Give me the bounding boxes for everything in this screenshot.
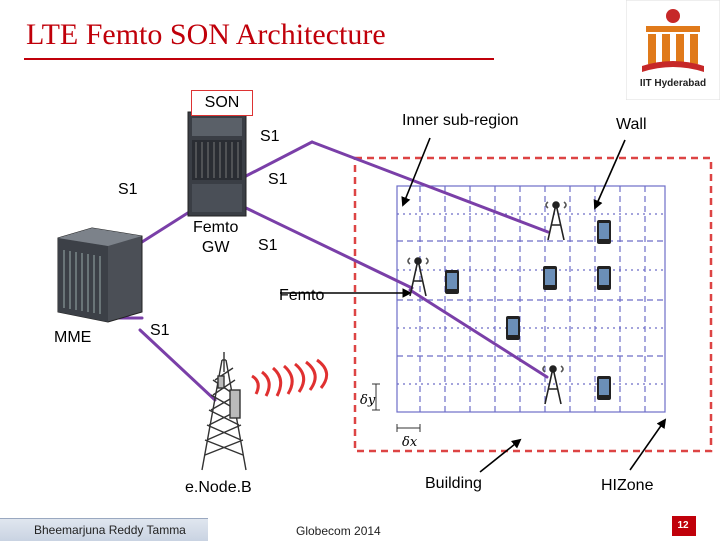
page-number-badge (672, 516, 696, 536)
logo-emblem (642, 9, 704, 72)
son-server-icon (187, 111, 247, 217)
s1-label-left: S1 (118, 181, 138, 198)
femto-gw-label: Femto GW (193, 219, 239, 256)
enodeb-tower-icon (201, 352, 247, 471)
title-underline (24, 58, 494, 60)
page-number: 12 (677, 520, 689, 531)
footer-author-bar: Bheemarjuna Reddy Tamma (0, 518, 208, 541)
femto-antenna-icon (542, 365, 564, 405)
footer-venue: Globecom 2014 (296, 524, 381, 538)
s1-label-mid: S1 (268, 171, 288, 188)
s1-links (94, 140, 550, 402)
s1-label-gw: S1 (258, 237, 278, 254)
femto-label: Femto (279, 287, 325, 304)
s1-label-mme: S1 (150, 322, 170, 339)
femto-antenna-icon (545, 201, 567, 241)
enodeb-label: e.Node.B (185, 479, 252, 496)
delta-markers (372, 383, 421, 432)
phone-icon (543, 266, 557, 290)
footer-author: Bheemarjuna Reddy Tamma (34, 523, 186, 537)
phone-icon (506, 316, 520, 340)
phone-icon (445, 270, 459, 294)
building-label: Building (425, 475, 482, 492)
iit-logo (626, 0, 720, 100)
logo-caption: IIT Hyderabad (639, 78, 707, 89)
delta-y-label: δy (360, 393, 376, 408)
phone-icon (597, 376, 611, 400)
hizone-label: HIZone (601, 477, 654, 494)
grid (396, 185, 666, 413)
building-outline (353, 156, 713, 453)
s1-label-top: S1 (260, 128, 280, 145)
mme-server-icon (57, 227, 143, 323)
pointer-lines (280, 137, 667, 473)
mme-label: MME (54, 329, 92, 346)
inner-subregion-label: Inner sub-region (402, 112, 519, 129)
wall-label: Wall (616, 116, 647, 133)
delta-x-label: δx (402, 435, 418, 450)
son-label-box: SON (191, 90, 253, 116)
radio-waves-icon (251, 358, 329, 397)
femto-antenna-icon (407, 257, 429, 297)
phone-icon (597, 266, 611, 290)
page-title: LTE Femto SON Architecture (26, 18, 386, 51)
phone-icon (597, 220, 611, 244)
